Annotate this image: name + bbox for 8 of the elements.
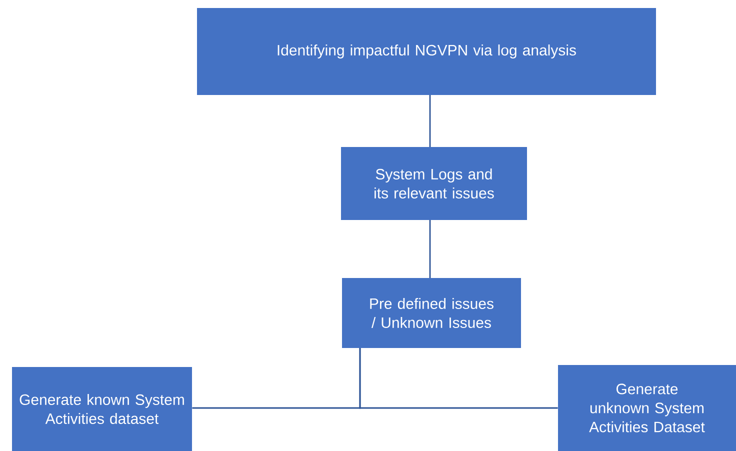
connector-line [359,348,558,409]
process-box: Generate unknown System Activities Dataset [558,365,736,451]
process-box: Pre defined issues / Unknown Issues [342,278,521,348]
process-box: Identifying impactful NGVPN via log analysis [197,8,656,95]
connector-line [429,95,431,147]
process-box: System Logs and its relevant issues [341,147,527,220]
process-box: Generate known System Activities dataset [12,367,192,451]
connector-line [429,220,431,278]
